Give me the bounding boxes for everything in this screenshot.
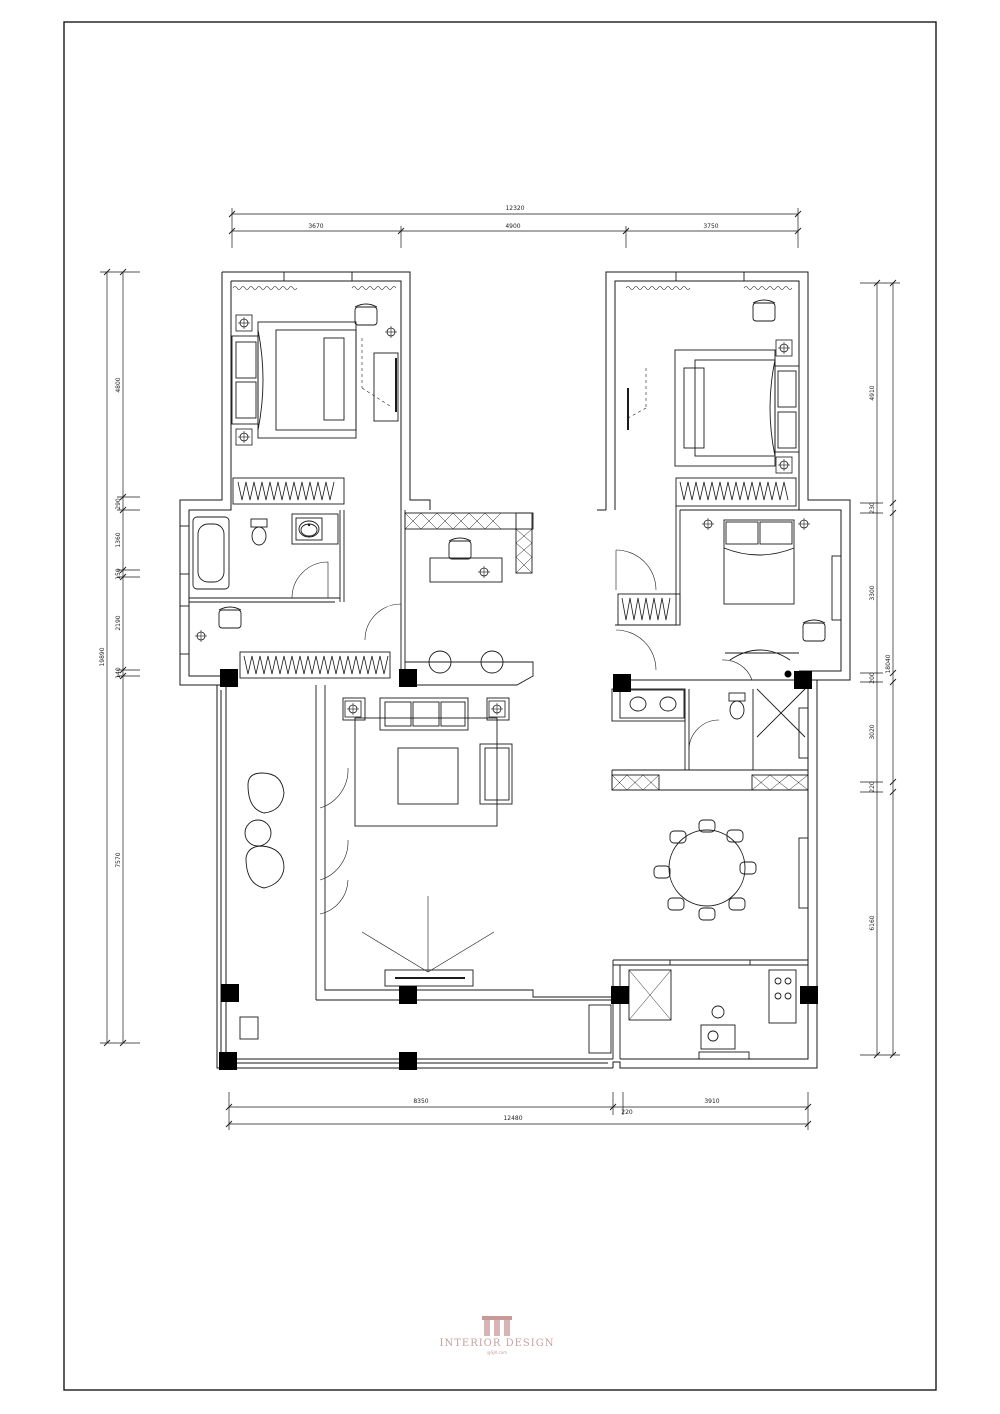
watermark-brand: INTERIOR DESIGN [440, 1338, 555, 1349]
dim-left-seg-7: 7570 [115, 852, 122, 867]
dim-left-seg-6: 140 [115, 667, 122, 679]
dim-left-seg-4: 150 [115, 568, 122, 580]
dim-right-seg-2: 230 [869, 502, 876, 514]
structural-columns [219, 669, 818, 1070]
dim-right-seg-5: 3020 [869, 724, 876, 739]
second-bed [723, 519, 795, 605]
dim-right-seg-4: 200 [869, 672, 876, 684]
watermark-sub: @SJA.com [487, 1350, 507, 1355]
dim-right-seg-3: 3300 [869, 585, 876, 600]
sofa [379, 697, 469, 731]
dimension-ticks [103, 210, 897, 1128]
dim-right-seg-6: 220 [869, 781, 876, 793]
exterior-walls [179, 271, 851, 1069]
dim-left-total: 19890 [99, 647, 106, 666]
dim-left-seg-1: 4800 [115, 377, 122, 392]
chairs [218, 299, 826, 921]
dim-right-seg-7: 6160 [869, 915, 876, 930]
study-desk [429, 557, 503, 583]
rug [354, 717, 498, 827]
dim-bottom-seg-1: 8350 [413, 1098, 428, 1105]
bathtub [192, 516, 230, 590]
door-swings [291, 338, 753, 973]
dim-top-seg-1: 3670 [308, 223, 323, 230]
dining-table [668, 829, 746, 907]
coffee-table [397, 747, 459, 805]
page-border [63, 21, 937, 1391]
wardrobe-hangers [237, 481, 789, 675]
cabinet-crosses [404, 512, 809, 1021]
dim-right-total: 18040 [885, 654, 892, 673]
tv-unit [384, 969, 474, 987]
dim-top-seg-2: 4900 [505, 223, 520, 230]
dim-bottom-seg-2: 220 [621, 1109, 633, 1116]
dim-bottom-total: 12480 [503, 1115, 522, 1122]
lamps [194, 314, 811, 718]
watermark-logo [482, 1316, 512, 1336]
dim-top-seg-3: 3750 [703, 223, 718, 230]
dim-bottom-seg-3: 3910 [704, 1098, 719, 1105]
furniture [192, 321, 806, 1054]
interior-walls [179, 271, 842, 1060]
curtains [232, 286, 793, 290]
right-bed [674, 349, 776, 467]
dim-top-total: 12320 [505, 205, 524, 212]
dim-right-seg-1: 4910 [869, 385, 876, 400]
dim-left-seg-3: 1360 [115, 532, 122, 547]
dim-left-seg-2: 290 [115, 498, 122, 510]
left-bed [257, 321, 357, 439]
dim-left-seg-5: 2190 [115, 615, 122, 630]
